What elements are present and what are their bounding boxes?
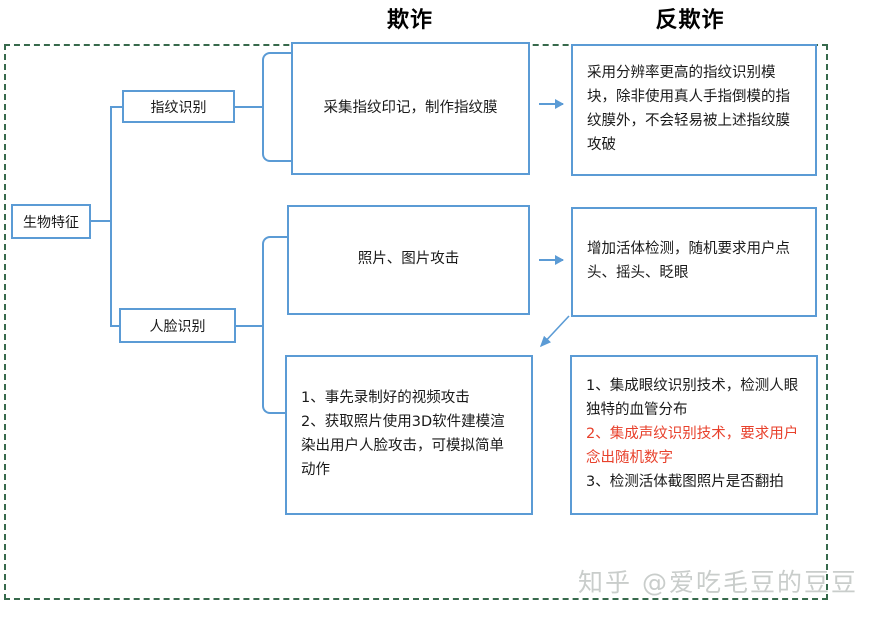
node-root[interactable]: 生物特征 <box>11 204 91 239</box>
anti-box-fingerprint-defense[interactable]: 采用分辨率更高的指纹识别模块，除非使用真人手指倒模的指纹膜外，不会轻易被上述指纹… <box>571 44 817 176</box>
arrow-video-to-eye-voice-diagonal <box>539 315 570 348</box>
node-branch-face[interactable]: 人脸识别 <box>119 308 236 343</box>
fraud-box-video-3d-attack-text: 1、事先录制好的视频攻击 2、获取照片使用3D软件建模渲染出用户人脸攻击，可模拟… <box>301 390 505 478</box>
column-title-fraud: 欺诈 <box>386 8 433 33</box>
anti-box-line-voice: 2、集成声纹识别技术，要求用户念出随机数字 <box>586 426 799 466</box>
anti-box-eye-voice-defense[interactable]: 1、集成眼纹识别技术，检测人眼独特的血管分布 2、集成声纹识别技术，要求用户念出… <box>570 355 818 515</box>
fraud-box-fingerprint-attack-text: 采集指纹印记，制作指纹膜 <box>323 99 498 116</box>
anti-box-liveness-defense-text: 增加活体检测，随机要求用户点头、摇头、眨眼 <box>587 241 790 281</box>
anti-box-fingerprint-defense-text: 采用分辨率更高的指纹识别模块，除非使用真人手指倒模的指纹膜外，不会轻易被上述指纹… <box>587 65 790 153</box>
connector-face-out <box>234 325 264 327</box>
connector-root-stem <box>90 220 112 222</box>
fraud-box-photo-attack-text: 照片、图片攻击 <box>357 251 460 268</box>
node-branch-face-label: 人脸识别 <box>149 318 206 335</box>
anti-box-line-eye: 1、集成眼纹识别技术，检测人眼独特的血管分布 <box>586 378 799 419</box>
bracket-face <box>262 236 288 414</box>
arrow-photo-to-liveness <box>539 255 564 265</box>
fraud-box-video-3d-attack[interactable]: 1、事先录制好的视频攻击 2、获取照片使用3D软件建模渲染出用户人脸攻击，可模拟… <box>285 355 533 515</box>
watermark: 知乎 @爱吃毛豆的豆豆 <box>578 568 858 597</box>
anti-box-liveness-defense[interactable]: 增加活体检测，随机要求用户点头、摇头、眨眼 <box>571 207 817 317</box>
connector-fingerprint-out <box>234 106 264 108</box>
node-root-label: 生物特征 <box>23 214 79 231</box>
arrow-fingerprint-to-defense <box>539 99 564 109</box>
connector-branch-fingerprint <box>110 106 124 108</box>
connector-spine <box>110 106 112 326</box>
column-title-anti-fraud: 反欺诈 <box>655 8 725 33</box>
bracket-fingerprint <box>262 52 288 162</box>
anti-box-line-screenshot: 3、检测活体截图照片是否翻拍 <box>586 473 784 490</box>
fraud-box-photo-attack[interactable]: 照片、图片攻击 <box>287 205 530 315</box>
connector-branch-face <box>110 325 122 327</box>
anti-box-eye-voice-defense-lines: 1、集成眼纹识别技术，检测人眼独特的血管分布 2、集成声纹识别技术，要求用户念出… <box>586 375 802 495</box>
node-branch-fingerprint-label: 指纹识别 <box>150 99 207 116</box>
fraud-box-fingerprint-attack[interactable]: 采集指纹印记，制作指纹膜 <box>291 42 530 175</box>
node-branch-fingerprint[interactable]: 指纹识别 <box>122 90 235 123</box>
